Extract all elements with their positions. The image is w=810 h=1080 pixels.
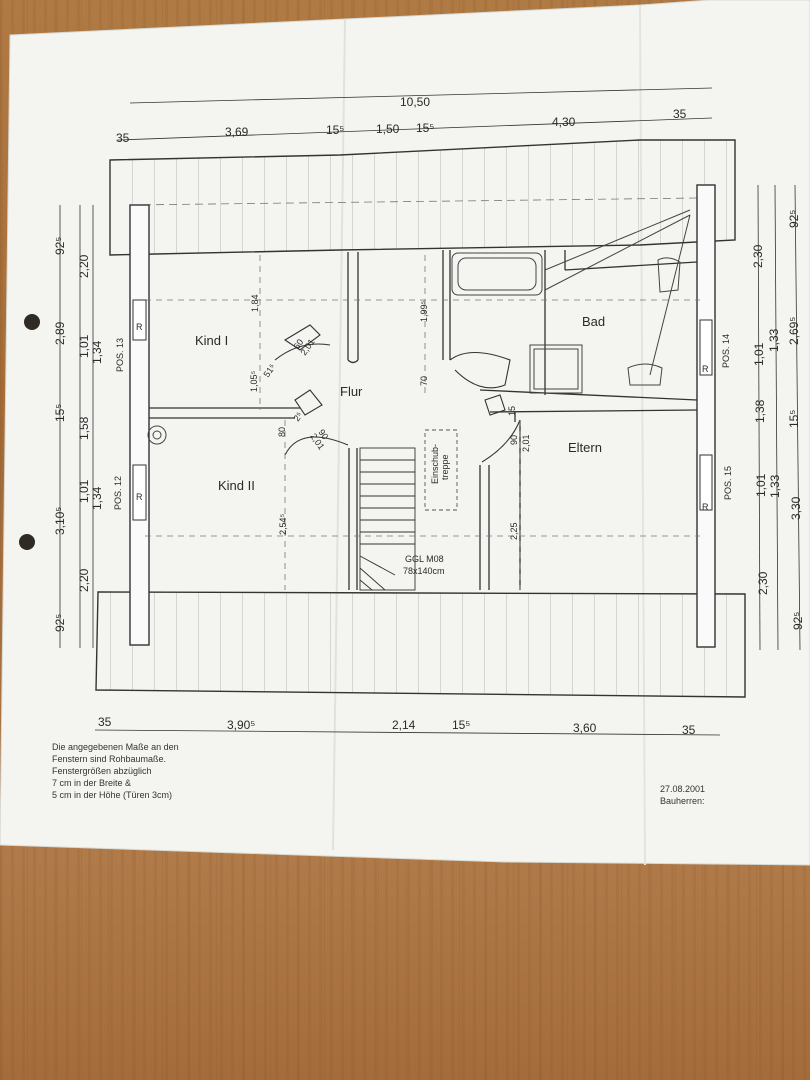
- note-line-5: 5 cm in der Höhe (Türen 3cm): [52, 790, 172, 800]
- interior-walls: [149, 250, 698, 590]
- dim-bottom-155: 15⁵: [452, 718, 470, 732]
- punch-hole-top: [24, 314, 40, 330]
- dim-right-101b: 1,01: [754, 473, 768, 497]
- dim-inner-80: 80: [277, 427, 287, 437]
- dim-inner-105: 1,05⁵: [249, 370, 259, 392]
- dim-door-90: 90: [316, 427, 330, 441]
- dim-right-133a: 1,33: [767, 328, 781, 352]
- dim-inner-254: 2,54⁵: [278, 513, 288, 535]
- window-label-pos13: POS. 13: [115, 338, 125, 372]
- punch-hole-bottom: [19, 534, 35, 550]
- window-marker-r: R: [702, 502, 709, 512]
- roof-top: [109, 139, 736, 256]
- dim-bottom-360: 3,60: [573, 721, 597, 735]
- stair-label-einschub: Einschub-: [430, 444, 440, 484]
- dim-bottom-3905: 3,90⁵: [227, 718, 255, 732]
- dim-bottom-35-left: 35: [98, 715, 112, 729]
- dim-left-220-bottom: 2,20: [77, 568, 91, 592]
- dim-left-220-top: 2,20: [77, 254, 91, 278]
- window-frames: [132, 299, 713, 521]
- note-line-1: Die angegebenen Maße an den: [52, 742, 179, 752]
- note-line-4: 7 cm in der Breite &: [52, 778, 131, 788]
- dim-top-150: 1,50: [376, 122, 400, 136]
- dim-left-925-bottom: 92⁵: [53, 614, 67, 632]
- note-bauherren: Bauherren:: [660, 796, 705, 806]
- dim-right-230-bottom: 2,30: [756, 571, 770, 595]
- dim-left-134b: 1,34: [90, 486, 104, 510]
- dim-left-158: 1,58: [77, 416, 91, 440]
- dim-right-925-bottom: 92⁵: [791, 612, 805, 630]
- dim-right-230-top: 2,30: [751, 244, 765, 268]
- note-line-2: Fenstern sind Rohbaumaße.: [52, 754, 166, 764]
- dim-left-101b: 1,01: [77, 479, 91, 503]
- room-label-eltern: Eltern: [568, 440, 602, 455]
- room-label-kind2: Kind II: [218, 478, 255, 493]
- window-marker-r: R: [702, 364, 709, 374]
- dim-inner-201: 2,01: [521, 434, 531, 452]
- room-label-bad: Bad: [582, 314, 605, 329]
- dim-top-430: 4,30: [552, 115, 576, 129]
- dim-inner-90: 90: [509, 435, 519, 445]
- dim-inner-15: 15: [507, 406, 517, 416]
- dim-top-369: 3,69: [225, 125, 249, 139]
- doors: [274, 324, 521, 463]
- dim-left-134a: 1,34: [90, 340, 104, 364]
- reference-lines: [145, 255, 700, 590]
- dim-right-925-top: 92⁵: [787, 210, 801, 228]
- dimension-lines: [59, 87, 801, 736]
- stair-label-ggl: GGL M08: [405, 554, 444, 564]
- dim-top-total: 10,50: [400, 95, 430, 109]
- window-label-pos14: POS. 14: [721, 334, 731, 368]
- dim-left-289: 2,89: [53, 321, 67, 345]
- dim-left-101a: 1,01: [77, 334, 91, 358]
- dim-bottom-35-right: 35: [682, 723, 696, 737]
- dim-right-2695: 2,69⁵: [787, 317, 801, 345]
- dim-right-155: 15⁵: [787, 410, 801, 428]
- dim-left-155: 15⁵: [53, 404, 67, 422]
- window-marker-r: R: [136, 492, 143, 502]
- dim-inner-184: 1,84: [250, 294, 260, 312]
- dim-left-3105: 3,10⁵: [53, 507, 67, 535]
- dim-top-35-right: 35: [673, 107, 687, 121]
- window-marker-r: R: [136, 322, 143, 332]
- dim-bottom-214: 2,14: [392, 718, 416, 732]
- dim-right-138: 1,38: [753, 399, 767, 423]
- dim-top-35-left: 35: [116, 131, 130, 145]
- dim-left-925-top: 92⁵: [53, 237, 67, 255]
- dim-inner-70: 70: [419, 376, 429, 386]
- stair-label-treppe: treppe: [440, 454, 450, 480]
- note-date: 27.08.2001: [660, 784, 705, 794]
- dim-inner-225: 2,25: [509, 522, 519, 540]
- dim-door-60: 60: [291, 337, 305, 351]
- bathroom-fixtures: [147, 209, 691, 445]
- window-label-pos12: POS. 12: [113, 476, 123, 510]
- dim-inner-199: 1,99⁵: [419, 300, 429, 322]
- room-label-flur: Flur: [340, 384, 363, 399]
- dim-top-155b: 15⁵: [416, 121, 434, 135]
- room-label-kind1: Kind I: [195, 333, 228, 348]
- note-line-3: Fenstergrößen abzüglich: [52, 766, 152, 776]
- dim-right-101a: 1,01: [752, 342, 766, 366]
- dim-right-133b: 1,33: [768, 474, 782, 498]
- window-label-pos15: POS. 15: [723, 466, 733, 500]
- roof-bottom: [95, 591, 746, 698]
- dim-top-155a: 15⁵: [326, 123, 344, 137]
- stair-label-size: 78x140cm: [403, 566, 445, 576]
- dim-right-330: 3,30: [789, 496, 803, 520]
- staircase: [359, 429, 458, 591]
